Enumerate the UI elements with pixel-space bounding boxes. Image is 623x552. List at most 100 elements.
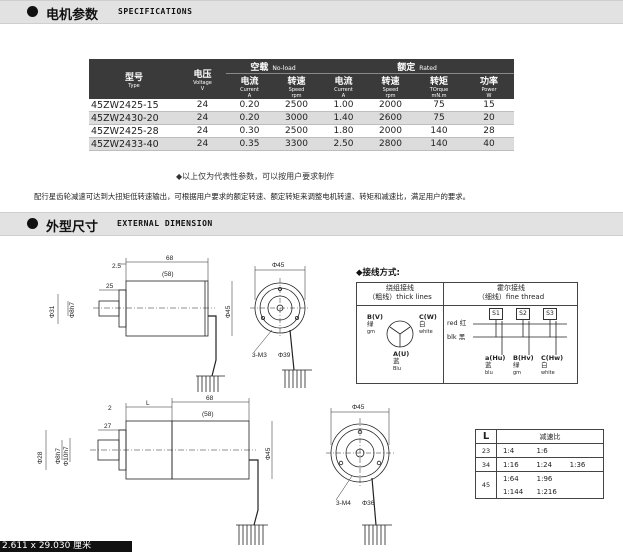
dim-phi31: Φ31 bbox=[49, 305, 56, 318]
table-row: 45 1:64 1:96 1:144 1:216 bbox=[475, 471, 604, 499]
wiring-title: ◆接线方式: bbox=[356, 268, 400, 278]
wiring-table: 绕组接线（粗线）thick lines 霍尔接线（细线）fine thread … bbox=[356, 282, 578, 384]
dim-phi28: Φ28 bbox=[37, 451, 44, 464]
table-row: 23 1:4 1:6 bbox=[475, 443, 604, 458]
ratio-value: 1:144 bbox=[503, 487, 524, 496]
ratio-value: 1:96 bbox=[536, 474, 553, 483]
dim-phi45-end: Φ45 bbox=[272, 262, 285, 269]
parameter-note: ◆以上仅为代表性参数，可以按用户要求制作 bbox=[176, 172, 335, 181]
reduction-ratio-table: L 减速比 23 1:4 1:6 34 1:16 1:24 1:36 45 1:… bbox=[475, 429, 604, 499]
cell-power: 20 bbox=[464, 111, 514, 125]
cell-noload-speed: 2500 bbox=[273, 99, 320, 112]
dim-phi10h7: Φ10h7 bbox=[63, 446, 70, 466]
hall-sensor-s3: S3 bbox=[543, 308, 557, 320]
dim-58: (58) bbox=[162, 271, 174, 278]
cell-torque: 75 bbox=[414, 99, 464, 112]
ratio-header-l: L bbox=[475, 429, 497, 444]
cell-rated-speed: 2000 bbox=[367, 124, 414, 138]
dimension-title-zh: 外型尺寸 bbox=[46, 220, 99, 235]
dimension-title-en: EXTERNAL DIMENSION bbox=[117, 219, 213, 228]
table-row: 45ZW2425-28 24 0.30 2500 1.80 2000 140 2… bbox=[89, 124, 514, 138]
cell-noload-speed: 2500 bbox=[273, 124, 320, 138]
ratio-l: 23 bbox=[475, 443, 497, 458]
cell-model: 45ZW2433-40 bbox=[89, 137, 179, 151]
hall-sensor-s2: S2 bbox=[516, 308, 530, 320]
cell-voltage: 24 bbox=[179, 99, 226, 112]
cell-model: 45ZW2430-20 bbox=[89, 111, 179, 125]
ratio-value: 1:6 bbox=[536, 446, 548, 455]
motor-end-view-2 bbox=[326, 408, 394, 545]
cell-torque: 140 bbox=[414, 137, 464, 151]
dim-68: 68 bbox=[166, 255, 174, 262]
cell-power: 40 bbox=[464, 137, 514, 151]
ratio-value: 1:16 bbox=[503, 460, 519, 469]
bullet-dot-icon bbox=[27, 6, 38, 17]
cell-rated-current: 1.40 bbox=[320, 111, 367, 125]
specifications-title-en: SPECIFICATIONS bbox=[118, 7, 193, 16]
dim-phi45-side: Φ45 bbox=[225, 305, 232, 318]
ratio-value: 1:64 bbox=[503, 474, 519, 483]
cell-model: 45ZW2425-15 bbox=[89, 99, 179, 112]
cell-rated-speed: 2000 bbox=[367, 99, 414, 112]
cell-noload-current: 0.20 bbox=[226, 111, 273, 125]
red-wire-label: red 红 bbox=[447, 319, 467, 327]
cell-rated-current: 2.50 bbox=[320, 137, 367, 151]
ratio-value bbox=[567, 444, 600, 457]
dim-phi45-side: Φ45 bbox=[265, 447, 272, 460]
motor-side-view-2 bbox=[45, 398, 273, 545]
dim-27: 27 bbox=[104, 423, 112, 430]
cell-rated-current: 1.00 bbox=[320, 99, 367, 112]
dim-58: (58) bbox=[202, 411, 214, 418]
winding-column bbox=[357, 283, 444, 383]
table-row: 45ZW2433-40 24 0.35 3300 2.50 2800 140 4… bbox=[89, 137, 514, 151]
bullet-dot-icon bbox=[27, 218, 38, 229]
cell-model: 45ZW2425-28 bbox=[89, 124, 179, 138]
ratio-header-ratio: 减速比 bbox=[496, 429, 604, 444]
dim-2: 2 bbox=[108, 405, 112, 412]
dim-phi8h7: Φ8h7 bbox=[69, 302, 76, 318]
specifications-title-zh: 电机参数 bbox=[46, 8, 99, 23]
gearbox-description: 配行星齿轮减速可达到大扭矩低转速输出，可根据用户要求的额定转速、额定转矩来调整电… bbox=[34, 192, 471, 201]
cell-voltage: 24 bbox=[179, 124, 226, 138]
cell-noload-speed: 3000 bbox=[273, 111, 320, 125]
motor-side-view-1 bbox=[57, 258, 233, 392]
wiring-lines bbox=[386, 313, 567, 355]
winding-header: 绕组接线（粗线）thick lines bbox=[368, 284, 432, 301]
cell-rated-speed: 2800 bbox=[367, 137, 414, 151]
dim-phi8h7: Φ8h7 bbox=[55, 448, 62, 464]
dim-68: 68 bbox=[206, 395, 214, 402]
dim-phi39: Φ39 bbox=[278, 352, 291, 359]
hall-header: 霍尔接线（细线）fine thread bbox=[477, 284, 545, 301]
table-row: 45ZW2430-20 24 0.20 3000 1.40 2600 75 20 bbox=[89, 111, 514, 125]
hall-sensor-s1: S1 bbox=[489, 308, 503, 320]
header-divider bbox=[357, 305, 577, 306]
dim-3-m4: 3-M4 bbox=[336, 500, 351, 507]
cell-noload-current: 0.30 bbox=[226, 124, 273, 138]
specifications-header: 电机参数 SPECIFICATIONS bbox=[0, 0, 623, 24]
dim-25: 25 bbox=[106, 283, 114, 290]
ratio-l: 45 bbox=[475, 471, 497, 499]
cell-torque: 75 bbox=[414, 111, 464, 125]
ratio-l: 34 bbox=[475, 457, 497, 472]
ratio-value bbox=[567, 472, 600, 485]
cell-rated-current: 1.80 bbox=[320, 124, 367, 138]
cell-voltage: 24 bbox=[179, 137, 226, 151]
black-wire-label: blk 黑 bbox=[447, 333, 466, 341]
cell-power: 28 bbox=[464, 124, 514, 138]
motor-end-view-1 bbox=[250, 266, 312, 388]
cell-noload-current: 0.20 bbox=[226, 99, 273, 112]
